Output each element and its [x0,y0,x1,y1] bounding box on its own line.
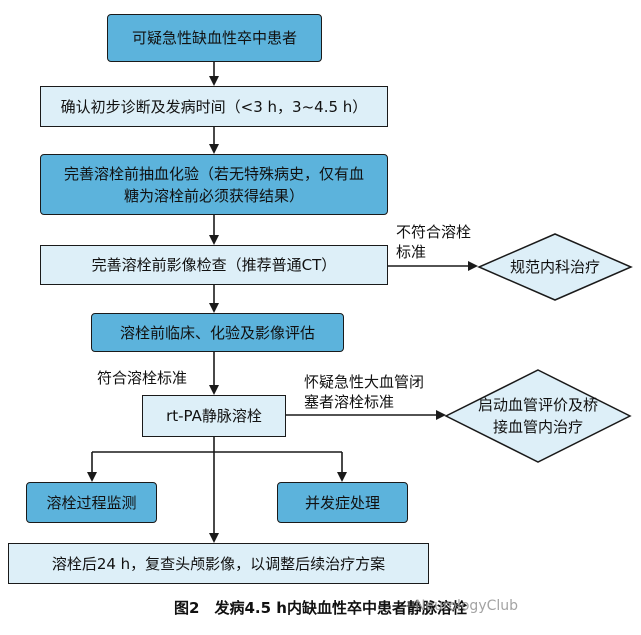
watermark-text: NeurologyClub [415,598,519,614]
evaluation-box: 溶栓前临床、化验及影像评估 [91,313,344,352]
complication-text: 并发症处理 [304,493,380,512]
endovascular-label: 启动血管评价及桥接血管内治疗 [477,396,598,436]
edge-label-suspect-lvo: 怀疑急性大血管闭塞者溶栓标准 [304,373,425,411]
monitoring-box: 溶栓过程监测 [26,482,157,523]
edge-label-not-meet: 不符合溶栓标准 [396,223,472,261]
suspected-stroke-box: 可疑急性缺血性卒中患者 [107,14,322,62]
rtpa-text: rt-PA静脉溶栓 [166,407,262,425]
imaging-text: 完善溶栓前影像检查（推荐普通CT） [91,256,337,274]
confirm-diagnosis-text: 确认初步诊断及发病时间（<3 h，3~4.5 h） [60,97,368,116]
standard-treatment-label: 规范内科治疗 [509,258,600,276]
imaging-box: 完善溶栓前影像检查（推荐普通CT） [40,245,388,285]
evaluation-text: 溶栓前临床、化验及影像评估 [119,323,315,342]
complication-box: 并发症处理 [277,482,408,523]
blood-test-box: 完善溶栓前抽血化验（若无特殊病史，仅有血糖为溶栓前必须获得结果） [40,154,388,215]
followup-box: 溶栓后24 h，复查头颅影像，以调整后续治疗方案 [8,543,429,584]
edge-label-meet: 符合溶栓标准 [97,369,188,387]
suspected-stroke-text: 可疑急性缺血性卒中患者 [131,29,297,47]
monitoring-text: 溶栓过程监测 [46,493,137,512]
standard-treatment-diamond [477,233,633,301]
followup-text: 溶栓后24 h，复查头颅影像，以调整后续治疗方案 [51,554,386,573]
blood-test-text: 完善溶栓前抽血化验（若无特殊病史，仅有血糖为溶栓前必须获得结果） [63,164,364,205]
confirm-diagnosis-box: 确认初步诊断及发病时间（<3 h，3~4.5 h） [40,86,388,127]
figure-caption: 图2 发病4.5 h内缺血性卒中患者静脉溶栓 [174,599,467,617]
endovascular-diamond [444,369,632,463]
rtpa-box: rt-PA静脉溶栓 [142,395,286,437]
